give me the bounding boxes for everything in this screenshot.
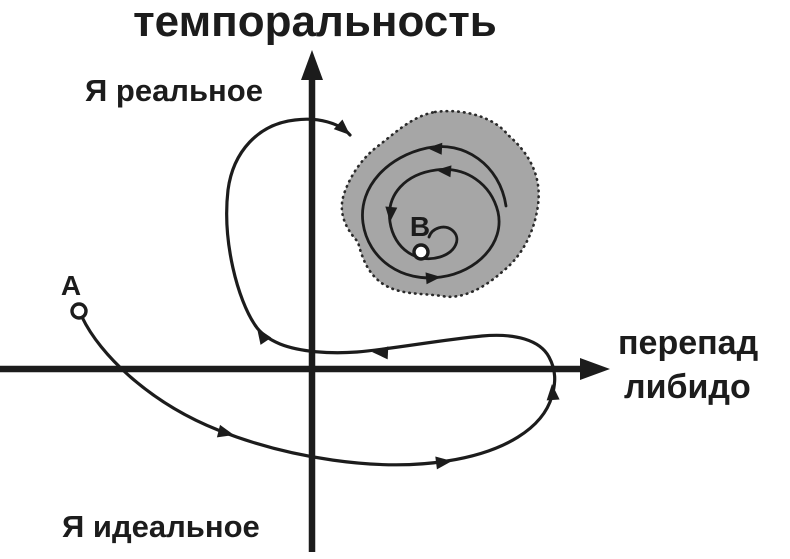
x-axis-label-line2: либидо bbox=[624, 368, 751, 406]
x-axis bbox=[0, 358, 610, 380]
x-axis-label-line1: перепад bbox=[618, 324, 758, 362]
attractor-region bbox=[340, 109, 540, 299]
trajectory-arrowhead bbox=[546, 384, 560, 401]
point-a-marker bbox=[70, 302, 88, 320]
y-axis-top-label: Я реальное bbox=[85, 73, 263, 108]
point-b: B bbox=[410, 211, 430, 261]
diagram-title: темпоральность bbox=[133, 0, 497, 46]
y-axis-arrowhead bbox=[301, 50, 323, 80]
spiral-arrowhead bbox=[436, 165, 452, 178]
y-axis-bottom-label: Я идеальное bbox=[62, 509, 260, 544]
point-b-label: B bbox=[410, 211, 430, 242]
trajectory-arrowhead bbox=[435, 456, 452, 470]
point-a-label: A bbox=[61, 270, 81, 301]
spiral-arrowhead bbox=[427, 142, 443, 155]
spiral-limit-cycle bbox=[361, 142, 508, 285]
spiral-arrowhead bbox=[385, 206, 398, 222]
trajectory-arrowhead bbox=[372, 346, 389, 360]
point-a: A bbox=[61, 270, 88, 320]
spiral-arrowhead bbox=[425, 272, 441, 285]
point-b-marker bbox=[412, 243, 430, 261]
y-axis bbox=[301, 50, 323, 552]
trajectory-arrowhead bbox=[333, 119, 350, 135]
x-axis-arrowhead bbox=[580, 358, 610, 380]
spiral-curve bbox=[361, 145, 508, 280]
trajectory-arrowhead bbox=[216, 424, 234, 438]
attractor-region-shape bbox=[340, 109, 540, 299]
trajectory-arrowhead bbox=[257, 328, 272, 345]
